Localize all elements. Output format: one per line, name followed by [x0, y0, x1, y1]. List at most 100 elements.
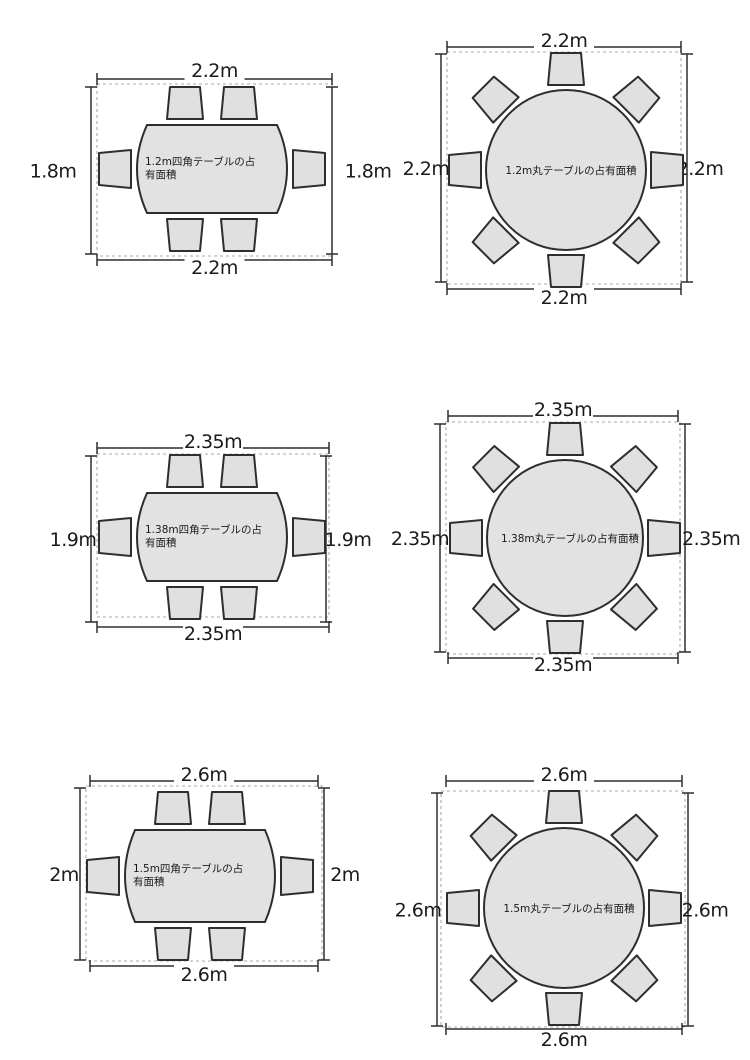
- chair-bottom-left: [166, 586, 204, 620]
- top-dimension-label: 2.6m: [181, 764, 228, 786]
- chair-5: [545, 992, 583, 1026]
- right-dimension-label: 2.2m: [677, 158, 724, 180]
- round-table: [486, 459, 644, 617]
- table-label-line-2: 有面積: [145, 168, 177, 181]
- chair-7: [446, 889, 480, 927]
- chair-4: [609, 582, 658, 631]
- left-dimension-label: 2.2m: [403, 158, 450, 180]
- chair-6: [469, 954, 518, 1003]
- rectangular-table: [136, 124, 288, 214]
- rectangular-table: [136, 492, 288, 582]
- chair-6: [471, 216, 520, 265]
- round-table-diagram-6: 2.6m 2.6m 2.6m 2.6m 1.5m丸テーブルの占有面積: [395, 764, 729, 1051]
- chair-bottom-left: [166, 218, 204, 252]
- bottom-dimension-label: 2.35m: [184, 623, 242, 645]
- left-dimension-label: 1.9m: [50, 529, 97, 551]
- left-dimension-label: 2.35m: [391, 528, 449, 550]
- right-dimension-label: 1.8m: [345, 161, 392, 183]
- top-dimension-label-bg: [534, 31, 594, 51]
- bottom-dimension-label: 2.2m: [541, 287, 588, 309]
- chair-right: [292, 517, 326, 557]
- chair-1: [546, 422, 584, 456]
- chair-3: [650, 151, 684, 189]
- chair-left: [86, 856, 120, 896]
- chair-bottom-left: [154, 927, 192, 961]
- bottom-dimension-label-bg: [533, 655, 593, 675]
- top-dimension-label: 2.35m: [184, 431, 242, 453]
- chair-top-left: [166, 454, 204, 488]
- chair-top-right: [208, 791, 246, 825]
- table-label: 1.5m丸テーブルの占有面積: [503, 902, 635, 915]
- chair-4: [610, 954, 659, 1003]
- right-dimension-label: 2.35m: [682, 528, 740, 550]
- chair-left: [98, 149, 132, 189]
- rectangular-table: [124, 829, 276, 923]
- chair-bottom-right: [220, 218, 258, 252]
- round-table-diagram-4: 2.35m 2.35m 2.35m 2.35m 1.38m丸テーブルの占有面積: [391, 399, 741, 676]
- table-label: 1.38m丸テーブルの占有面積: [501, 532, 639, 545]
- left-dimension-label: 2m: [49, 864, 79, 886]
- chair-8: [471, 75, 520, 124]
- bottom-dimension-label: 2.35m: [534, 654, 592, 676]
- chair-4: [612, 216, 661, 265]
- round-table-diagram-2: 2.2m 2.2m 2.2m 2.2m 1.2m丸テーブルの占有面積: [403, 30, 724, 309]
- chair-6: [472, 582, 521, 631]
- bottom-dimension-label-bg: [534, 288, 594, 308]
- top-dimension-label: 2.2m: [191, 60, 238, 82]
- chair-bottom-right: [208, 927, 246, 961]
- chair-2: [612, 75, 661, 124]
- chair-2: [610, 813, 659, 862]
- top-dimension-label: 2.35m: [534, 399, 592, 421]
- top-dimension-label-bg: [184, 61, 245, 81]
- left-dimension-label: 1.8m: [30, 161, 77, 183]
- bottom-dimension-label-bg: [174, 965, 234, 985]
- chair-5: [546, 620, 584, 654]
- bottom-dimension-label: 2.6m: [181, 964, 228, 986]
- top-dimension-label-bg: [533, 400, 593, 420]
- table-label-line-1: 1.5m四角テーブルの占: [133, 862, 243, 875]
- chair-top-right: [220, 454, 258, 488]
- top-dimension-label: 2.2m: [541, 30, 588, 52]
- chair-1: [545, 790, 583, 824]
- top-dimension-label: 2.6m: [541, 764, 588, 786]
- table-label-line-2: 有面積: [133, 875, 165, 888]
- chair-8: [469, 813, 518, 862]
- table-label-line-1: 1.38m四角テーブルの占: [145, 523, 262, 536]
- chair-right: [280, 856, 314, 896]
- chair-8: [472, 445, 521, 494]
- chair-top-left: [154, 791, 192, 825]
- table-label: 1.2m丸テーブルの占有面積: [505, 164, 637, 177]
- chair-1: [547, 52, 585, 86]
- round-table: [483, 827, 645, 989]
- right-dimension-label: 2m: [330, 864, 360, 886]
- chair-2: [609, 445, 658, 494]
- chair-7: [449, 519, 483, 557]
- top-dimension-label-bg: [534, 765, 594, 785]
- bottom-dimension-label: 2.2m: [191, 257, 238, 279]
- bottom-dimension-label: 2.6m: [541, 1029, 588, 1051]
- table-label-line-1: 1.2m四角テーブルの占: [145, 155, 255, 168]
- round-table: [485, 89, 647, 251]
- occupied-area-boundary: [96, 453, 330, 618]
- chair-bottom-right: [220, 586, 258, 620]
- top-dimension-label-bg: [174, 765, 234, 785]
- chair-7: [448, 151, 482, 189]
- table-label-line-2: 有面積: [145, 536, 177, 549]
- chair-top-right: [220, 86, 258, 120]
- chair-left: [98, 517, 132, 557]
- left-dimension-label: 2.6m: [395, 900, 442, 922]
- chair-3: [648, 889, 682, 927]
- right-dimension-label: 1.9m: [325, 529, 372, 551]
- top-dimension-label-bg: [183, 432, 243, 452]
- bottom-dimension-label-bg: [534, 1030, 594, 1050]
- chair-3: [647, 519, 681, 557]
- bottom-dimension-label-bg: [183, 624, 243, 644]
- chair-top-left: [166, 86, 204, 120]
- chair-5: [547, 254, 585, 288]
- right-dimension-label: 2.6m: [682, 900, 729, 922]
- chair-right: [292, 149, 326, 189]
